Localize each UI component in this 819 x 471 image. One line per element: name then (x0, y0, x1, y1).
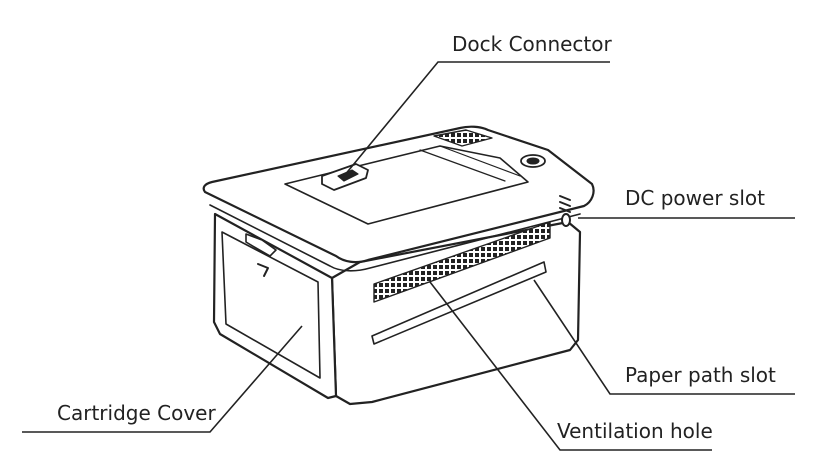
paper-path-slot (371, 261, 547, 345)
ventilation-grille (373, 221, 551, 303)
printer-top-housing (202, 125, 595, 264)
callout-lines (22, 61, 795, 451)
cartridge-arrow-icon (257, 263, 269, 277)
cartridge-cover-panel (221, 231, 321, 379)
leader-dock-connector (343, 61, 610, 177)
leader-paper-path-slot (533, 279, 795, 395)
label-ventilation-hole: Ventilation hole (557, 419, 713, 443)
printer-front-face (330, 220, 582, 406)
cartridge-tab (245, 233, 277, 257)
top-paper-tray (284, 145, 529, 225)
dc-power-jack (561, 213, 571, 227)
lid-seam (209, 204, 581, 272)
button-panel (433, 129, 493, 147)
label-dc-power-slot: DC power slot (625, 186, 765, 210)
dc-power-icon (559, 195, 571, 213)
label-cartridge-cover: Cartridge Cover (57, 401, 216, 425)
printer-illustration (202, 125, 595, 406)
leader-cartridge-cover (22, 325, 303, 433)
label-paper-path-slot: Paper path slot (625, 363, 776, 387)
label-dock-connector: Dock Connector (452, 32, 613, 56)
leader-ventilation-hole (429, 281, 712, 451)
printer-left-face (212, 212, 338, 400)
